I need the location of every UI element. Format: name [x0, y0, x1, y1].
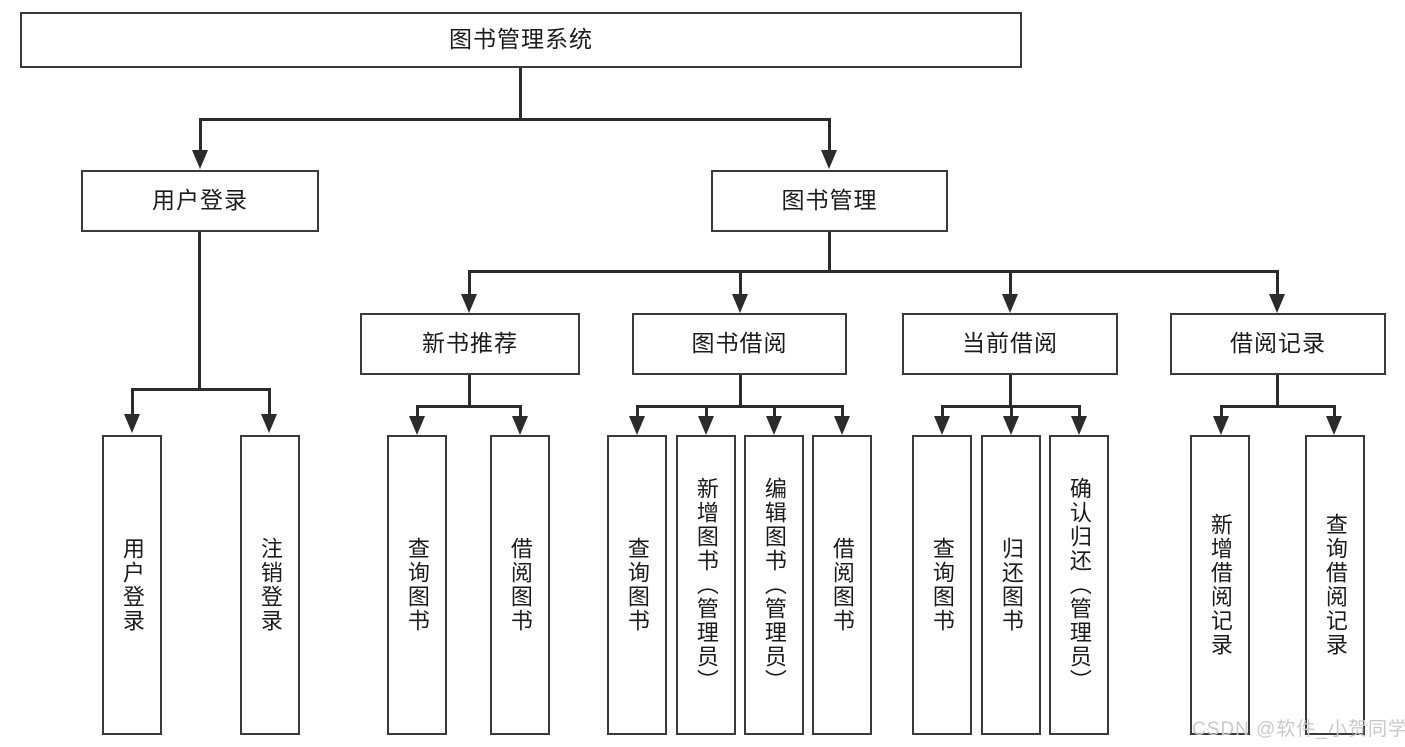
- leaf-query-books-borrow[interactable]: 查询图书: [607, 435, 667, 735]
- connector-user-login-bus: [131, 388, 270, 391]
- connector-new-book-drop-1: [416, 405, 419, 419]
- arrow-to-user-login: [192, 150, 208, 169]
- node-user-login[interactable]: 用户登录: [81, 170, 319, 232]
- connector-borrow-records-stem: [1276, 375, 1279, 407]
- leaf-confirm-return-admin[interactable]: 确认归还（管理员）: [1049, 435, 1109, 735]
- arrow-to-leaf-confirm-return: [1071, 416, 1087, 435]
- csdn-watermark: CSDN @软件_小贺同学: [1192, 719, 1405, 740]
- node-label: 借阅图书: [507, 537, 533, 633]
- node-book-borrow[interactable]: 图书借阅: [632, 313, 847, 375]
- node-new-book-recommendation[interactable]: 新书推荐: [360, 313, 580, 375]
- leaf-edit-book-admin[interactable]: 编辑图书（管理员）: [744, 435, 804, 735]
- connector-book-borrow-drop-3: [773, 405, 776, 419]
- connector-user-login-stem: [198, 232, 201, 390]
- node-label: 编辑图书（管理员）: [761, 477, 787, 693]
- arrow-to-leaf-return-book: [1003, 416, 1019, 435]
- leaf-borrow-books-new-book[interactable]: 借阅图书: [490, 435, 550, 735]
- node-current-borrow[interactable]: 当前借阅: [902, 313, 1118, 375]
- connector-book-borrow-bus: [636, 405, 843, 408]
- arrow-to-leaf-user-login: [124, 414, 140, 433]
- node-borrow-records[interactable]: 借阅记录: [1170, 313, 1386, 375]
- arrow-to-leaf-query-books-2: [629, 416, 645, 435]
- connector-book-borrow-drop-1: [636, 405, 639, 419]
- connector-new-book-stem: [468, 375, 471, 407]
- leaf-query-borrow-record[interactable]: 查询借阅记录: [1305, 435, 1365, 735]
- connector-book-borrow-stem: [739, 375, 742, 407]
- leaf-query-books-current[interactable]: 查询图书: [912, 435, 972, 735]
- node-label: 归还图书: [998, 537, 1024, 633]
- node-label: 确认归还（管理员）: [1066, 477, 1092, 693]
- leaf-user-login[interactable]: 用户登录: [102, 435, 162, 735]
- connector-user-login-drop-1: [131, 388, 134, 416]
- connector-root-bus: [199, 118, 831, 121]
- node-label: 用户登录: [152, 187, 248, 214]
- node-label: 注销登录: [257, 537, 283, 633]
- connector-current-borrow-drop-3: [1078, 405, 1081, 419]
- connector-book-mgmt-bus: [468, 270, 1279, 273]
- arrow-to-leaf-borrow-books-1: [512, 416, 528, 435]
- arrow-to-borrow-records: [1269, 294, 1285, 313]
- arrow-to-leaf-query-books-1: [409, 416, 425, 435]
- node-root-library-system[interactable]: 图书管理系统: [20, 12, 1022, 68]
- arrow-to-current-borrow: [1002, 294, 1018, 313]
- connector-book-mgmt-drop-1: [468, 270, 471, 296]
- connector-new-book-bus: [416, 405, 522, 408]
- node-label: 查询图书: [624, 537, 650, 633]
- arrow-to-leaf-query-record: [1326, 416, 1342, 435]
- arrow-to-leaf-query-books-3: [934, 416, 950, 435]
- connector-book-mgmt-stem: [828, 232, 831, 272]
- leaf-logout[interactable]: 注销登录: [240, 435, 300, 735]
- arrow-to-leaf-add-book: [698, 416, 714, 435]
- node-label: 查询图书: [404, 537, 430, 633]
- arrow-to-leaf-add-record: [1213, 416, 1229, 435]
- connector-book-borrow-drop-4: [841, 405, 844, 419]
- node-label: 借阅记录: [1230, 330, 1326, 357]
- connector-book-mgmt-drop-4: [1276, 270, 1279, 296]
- node-label: 用户登录: [119, 537, 145, 633]
- node-label: 新增图书（管理员）: [693, 477, 719, 693]
- connector-book-mgmt-drop-2: [739, 270, 742, 296]
- leaf-add-borrow-record[interactable]: 新增借阅记录: [1190, 435, 1250, 735]
- connector-user-login-drop-2: [268, 388, 271, 416]
- leaf-return-book[interactable]: 归还图书: [981, 435, 1041, 735]
- connector-book-mgmt-drop-3: [1009, 270, 1012, 296]
- connector-borrow-records-drop-1: [1220, 405, 1223, 419]
- node-label: 图书管理: [781, 187, 878, 214]
- node-label: 图书管理系统: [449, 26, 593, 53]
- connector-current-borrow-drop-2: [1010, 405, 1013, 419]
- arrow-to-book-mgmt: [821, 150, 837, 169]
- node-label: 新书推荐: [422, 330, 518, 357]
- node-label: 图书借阅: [691, 330, 788, 357]
- leaf-query-books-new-book[interactable]: 查询图书: [387, 435, 447, 735]
- node-label: 查询图书: [929, 537, 955, 633]
- node-label: 新增借阅记录: [1207, 513, 1233, 657]
- arrow-to-leaf-borrow-books-2: [834, 416, 850, 435]
- connector-book-borrow-drop-2: [705, 405, 708, 419]
- node-label: 查询借阅记录: [1322, 513, 1348, 657]
- arrow-to-leaf-edit-book: [766, 416, 782, 435]
- leaf-add-book-admin[interactable]: 新增图书（管理员）: [676, 435, 736, 735]
- connector-new-book-drop-2: [519, 405, 522, 419]
- node-label: 借阅图书: [829, 537, 855, 633]
- node-label: 当前借阅: [962, 330, 1058, 357]
- leaf-borrow-books-borrow[interactable]: 借阅图书: [812, 435, 872, 735]
- connector-current-borrow-stem: [1009, 375, 1012, 407]
- connector-root-to-user-login: [199, 118, 202, 152]
- connector-current-borrow-drop-1: [941, 405, 944, 419]
- node-book-management[interactable]: 图书管理: [711, 170, 948, 232]
- arrow-to-book-borrow: [732, 294, 748, 313]
- arrow-to-new-book-rec: [461, 294, 477, 313]
- connector-borrow-records-bus: [1220, 405, 1335, 408]
- arrow-to-leaf-logout: [261, 414, 277, 433]
- connector-borrow-records-drop-2: [1333, 405, 1336, 419]
- connector-root-to-book-mgmt: [828, 118, 831, 152]
- connector-root-stem: [519, 68, 522, 118]
